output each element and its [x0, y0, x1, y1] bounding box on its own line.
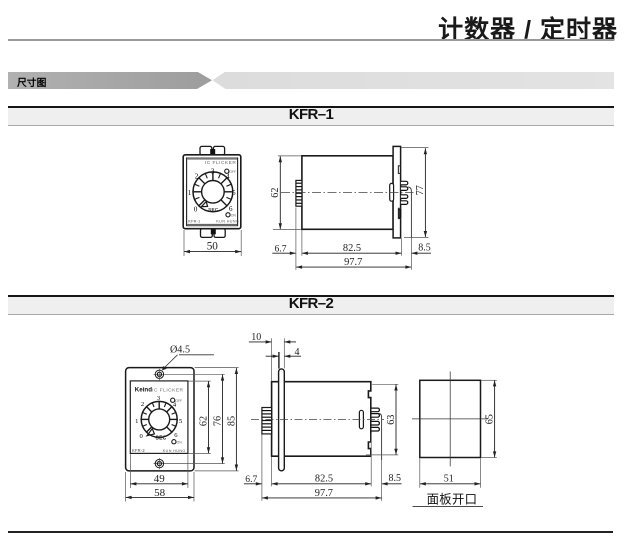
svg-text:1: 1 [135, 418, 138, 425]
svg-text:4: 4 [226, 173, 230, 181]
svg-text:77: 77 [415, 185, 426, 195]
svg-text:0: 0 [140, 433, 144, 440]
svg-text:3: 3 [211, 168, 215, 176]
svg-text:ON: ON [231, 213, 237, 217]
svg-text:OFF: OFF [229, 170, 236, 174]
svg-text:IC FLICKER: IC FLICKER [205, 160, 236, 166]
svg-text:3: 3 [157, 395, 161, 402]
svg-text:4: 4 [173, 402, 177, 409]
svg-text:76: 76 [212, 416, 223, 426]
svg-text:2: 2 [141, 401, 144, 408]
svg-text:4: 4 [295, 347, 300, 358]
svg-text:KUN HUNG: KUN HUNG [163, 449, 186, 453]
svg-text:85: 85 [226, 416, 237, 426]
svg-text:2: 2 [195, 172, 199, 180]
svg-text:51: 51 [444, 474, 454, 485]
svg-text:SEC: SEC [156, 436, 167, 442]
svg-text:OFF: OFF [175, 399, 182, 403]
svg-text:62: 62 [270, 188, 281, 198]
svg-text:97.7: 97.7 [344, 257, 362, 268]
svg-text:8.5: 8.5 [418, 243, 431, 254]
svg-text:8.5: 8.5 [388, 473, 401, 484]
svg-text:6: 6 [174, 432, 178, 439]
svg-text:KFR-1: KFR-1 [188, 219, 200, 224]
svg-text:Keind: Keind [135, 387, 152, 394]
svg-text:62: 62 [198, 416, 209, 426]
svg-text:97.7: 97.7 [315, 488, 333, 499]
svg-text:KUN HUNG: KUN HUNG [216, 220, 239, 224]
svg-text:5: 5 [179, 418, 183, 425]
svg-text:10: 10 [251, 332, 261, 343]
svg-text:50: 50 [207, 240, 219, 252]
svg-text:0: 0 [194, 206, 198, 214]
svg-text:6: 6 [229, 205, 233, 213]
svg-text:82.5: 82.5 [343, 243, 361, 254]
svg-text:58: 58 [154, 487, 166, 499]
svg-text:65: 65 [484, 414, 495, 424]
svg-text:82.5: 82.5 [315, 473, 333, 484]
svg-text:SEC: SEC [208, 207, 219, 212]
svg-text:面板开口: 面板开口 [427, 493, 478, 507]
svg-text:IC FLICKER: IC FLICKER [152, 387, 183, 393]
svg-text:6.7: 6.7 [275, 244, 287, 255]
svg-text:63: 63 [386, 415, 397, 425]
svg-text:Ø4.5: Ø4.5 [170, 345, 190, 356]
svg-text:49: 49 [154, 473, 166, 485]
svg-text:KFR-2: KFR-2 [132, 448, 145, 453]
svg-text:ON: ON [177, 440, 183, 444]
svg-text:6.7: 6.7 [245, 474, 257, 485]
svg-text:5: 5 [232, 189, 236, 197]
svg-text:1: 1 [188, 189, 192, 197]
